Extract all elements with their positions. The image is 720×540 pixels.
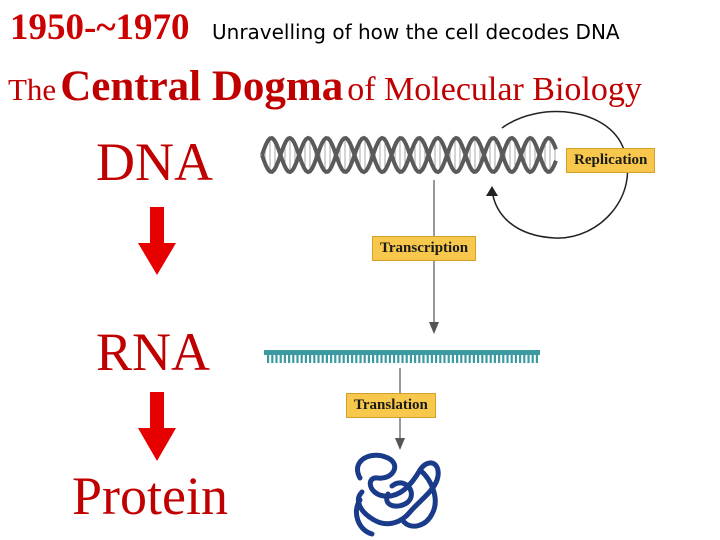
mrna-strand <box>264 350 540 363</box>
mrna-base <box>321 355 324 363</box>
mrna-base <box>325 355 328 363</box>
mrna-base <box>372 355 375 363</box>
mrna-base <box>283 355 286 363</box>
mrna-base <box>313 355 316 363</box>
mrna-base <box>355 355 358 363</box>
mrna-base <box>485 355 488 363</box>
page-title: The Central Dogma of Molecular Biology <box>8 64 642 119</box>
mrna-base <box>498 355 501 363</box>
arrow-rna-to-protein <box>138 392 176 461</box>
mrna-base <box>279 355 282 363</box>
mrna-base <box>317 355 320 363</box>
protein-structure <box>354 452 441 537</box>
mrna-base <box>443 355 446 363</box>
mrna-base <box>447 355 450 363</box>
mrna-base <box>351 355 354 363</box>
mrna-base <box>481 355 484 363</box>
mrna-base <box>439 355 442 363</box>
helix-strand-b <box>260 135 558 175</box>
mrna-base <box>288 355 291 363</box>
rna-label: RNA <box>96 322 211 382</box>
mrna-base <box>451 355 454 363</box>
mrna-bases <box>267 355 538 363</box>
mrna-base <box>384 355 387 363</box>
mrna-base <box>506 355 509 363</box>
mrna-base <box>514 355 517 363</box>
mrna-base <box>435 355 438 363</box>
dna-label: DNA <box>96 132 213 192</box>
mrna-base <box>271 355 274 363</box>
dna-double-helix <box>260 135 558 175</box>
mrna-base <box>330 355 333 363</box>
translation-label: Translation <box>346 393 436 418</box>
mrna-base <box>300 355 303 363</box>
mrna-base <box>472 355 475 363</box>
mrna-base <box>430 355 433 363</box>
mrna-base <box>346 355 349 363</box>
mrna-base <box>527 355 530 363</box>
subtitle: Unravelling of how the cell decodes DNA <box>212 20 620 44</box>
mrna-base <box>309 355 312 363</box>
mrna-base <box>464 355 467 363</box>
mrna-base <box>418 355 421 363</box>
title-molecular-biology: of Molecular Biology <box>347 71 642 108</box>
mrna-base <box>275 355 278 363</box>
mrna-base <box>296 355 299 363</box>
mrna-base <box>393 355 396 363</box>
mrna-base <box>380 355 383 363</box>
mrna-base <box>456 355 459 363</box>
mrna-base <box>426 355 429 363</box>
title-central-dogma: Central Dogma <box>60 63 344 110</box>
mrna-base <box>292 355 295 363</box>
mrna-base <box>363 355 366 363</box>
mrna-base <box>510 355 513 363</box>
mrna-base <box>519 355 522 363</box>
mrna-base <box>535 355 538 363</box>
mrna-base <box>388 355 391 363</box>
mrna-base <box>493 355 496 363</box>
transcription-label: Transcription <box>372 236 477 261</box>
mrna-base <box>502 355 505 363</box>
mrna-base <box>489 355 492 363</box>
mrna-base <box>531 355 534 363</box>
dates-heading: 1950-~1970 <box>10 7 190 48</box>
mrna-base <box>460 355 463 363</box>
mrna-base <box>468 355 471 363</box>
mrna-base <box>367 355 370 363</box>
mrna-base <box>397 355 400 363</box>
mrna-base <box>342 355 345 363</box>
mrna-base <box>338 355 341 363</box>
replication-label: Replication <box>566 148 656 173</box>
mrna-base <box>267 355 270 363</box>
mrna-base <box>414 355 417 363</box>
mrna-base <box>401 355 404 363</box>
mrna-base <box>359 355 362 363</box>
mrna-base <box>376 355 379 363</box>
mrna-base <box>523 355 526 363</box>
mrna-base <box>334 355 337 363</box>
title-the: The <box>8 72 57 107</box>
mrna-base <box>304 355 307 363</box>
arrow-dna-to-rna <box>138 207 176 275</box>
protein-label: Protein <box>72 466 228 526</box>
mrna-base <box>422 355 425 363</box>
replication-loop-arrow <box>486 110 629 239</box>
mrna-base <box>477 355 480 363</box>
mrna-base <box>409 355 412 363</box>
mrna-base <box>405 355 408 363</box>
